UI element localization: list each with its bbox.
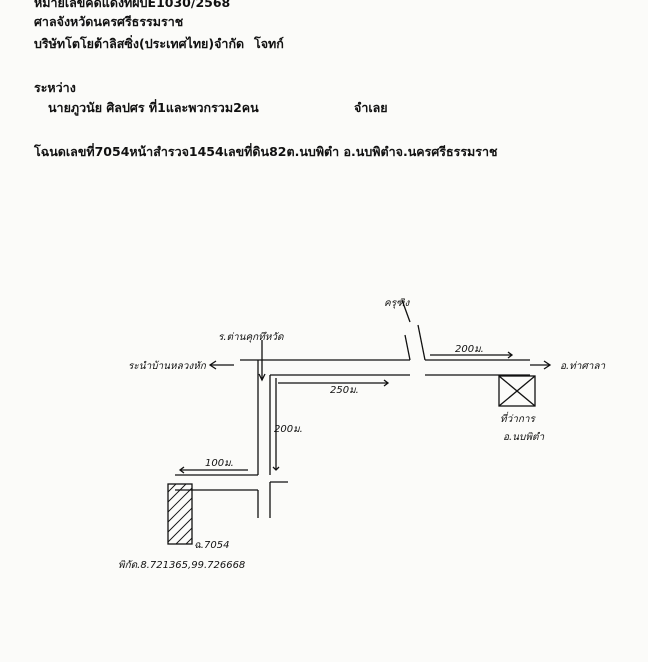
distance-top: 200ม. — [455, 344, 484, 355]
distance-lower: 100ม. — [205, 458, 234, 469]
distance-main: 250ม. — [330, 385, 359, 396]
gps-coordinates: พิกัด.8.721365,99.726668 — [118, 559, 245, 571]
arrow-right-head — [543, 360, 552, 370]
court-name: ศาลจังหวัดนครศรีธรรมราช — [34, 14, 184, 29]
between-label: ระหว่าง — [34, 80, 76, 95]
side-road-left — [404, 334, 411, 361]
case-number: หมายเลขคดีแดงที่ผบE1030/2568 — [34, 0, 231, 10]
distance-vertical: 200ม. — [274, 424, 303, 435]
side-road-right — [417, 324, 426, 361]
plaintiff-name: บริษัทโตโยต้าลิสซิ่ง(ประเทศไทย)จำกัด — [34, 36, 245, 51]
label-left-destination: ระนำบ้านหลวงหัก — [128, 360, 207, 372]
deed-description: โฉนดเลขที่7054หน้าสำรวจ1454เลขที่ดิน82ต.… — [34, 144, 498, 159]
defendant-role: จำเลย — [354, 100, 388, 115]
label-junction: ร.ต่านคุกทึหวัด — [218, 331, 284, 343]
district-office-box — [498, 375, 536, 407]
label-right-destination: อ.ท่าศาลา — [560, 361, 605, 372]
plot-label: ฉ.7054 — [194, 540, 229, 551]
label-top: ครุฑิง — [384, 297, 410, 309]
defendant-name: นายภูวนัย ศิลปศร ที่1และพวกรวม2คน — [48, 100, 259, 115]
office-label-2: อ.นบพิตำ — [503, 431, 544, 443]
office-label-1: ที่ว่าการ — [500, 411, 536, 425]
plaintiff-role: โจทก์ — [254, 36, 284, 51]
arrow-left-head — [208, 360, 217, 370]
arrow-up-line — [401, 299, 411, 323]
land-plot-box — [167, 483, 193, 545]
